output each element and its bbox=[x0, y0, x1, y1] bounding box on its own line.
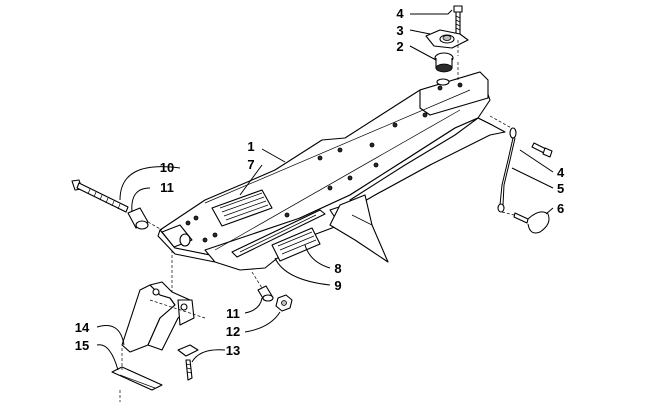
leader-11-bottom bbox=[244, 297, 263, 314]
plate-mounting-holes bbox=[185, 82, 463, 243]
fin-crease bbox=[351, 214, 373, 226]
washer-13 bbox=[177, 344, 199, 381]
callout-15: 15 bbox=[75, 338, 89, 353]
callout-5: 5 bbox=[557, 181, 564, 196]
callout-4-right: 4 bbox=[557, 165, 565, 180]
decal-8 bbox=[271, 227, 321, 262]
leader-2 bbox=[409, 45, 437, 61]
decal-7 bbox=[211, 189, 273, 227]
plate-edge-line-a bbox=[204, 89, 471, 204]
callout-10: 10 bbox=[160, 160, 174, 175]
plate-assembly bbox=[157, 71, 506, 271]
leader-10 bbox=[119, 166, 181, 201]
callout-1: 1 bbox=[247, 139, 254, 154]
decal-strip-9 bbox=[231, 209, 326, 258]
leader-lines bbox=[96, 9, 554, 371]
nut-12 bbox=[275, 294, 293, 312]
callout-6: 6 bbox=[557, 201, 564, 216]
grommet-2 bbox=[434, 52, 454, 73]
callout-3: 3 bbox=[396, 23, 403, 38]
bottom-hardware bbox=[111, 250, 293, 402]
spacer-11-bottom bbox=[257, 285, 274, 302]
pin-4-right bbox=[531, 142, 553, 158]
callout-9: 9 bbox=[334, 278, 341, 293]
leader-3 bbox=[409, 29, 431, 35]
callout-2: 2 bbox=[396, 39, 403, 54]
leader-13 bbox=[191, 349, 226, 363]
callout-14: 14 bbox=[75, 320, 90, 335]
leader-6 bbox=[545, 207, 554, 215]
callout-8: 8 bbox=[334, 261, 341, 276]
leader-4-top bbox=[410, 9, 453, 15]
top-hardware bbox=[425, 5, 469, 86]
clip-pin-6 bbox=[513, 211, 550, 234]
bolt-10 bbox=[71, 179, 129, 213]
callout-12: 12 bbox=[226, 324, 240, 339]
hanger-bracket-14 bbox=[121, 281, 206, 353]
washer-plate-3 bbox=[425, 29, 469, 49]
right-hardware bbox=[489, 115, 553, 234]
callout-7: 7 bbox=[247, 157, 254, 172]
leader-11-top bbox=[131, 187, 151, 213]
tether-cable-5 bbox=[497, 127, 517, 216]
leader-14 bbox=[96, 325, 125, 346]
leader-5 bbox=[511, 167, 554, 189]
leader-12 bbox=[244, 311, 281, 333]
left-hardware bbox=[71, 179, 163, 231]
leader-15 bbox=[96, 344, 119, 371]
leader-1 bbox=[261, 148, 286, 163]
leader-7 bbox=[239, 164, 263, 196]
callout-11-top: 11 bbox=[160, 180, 174, 195]
callout-4-top: 4 bbox=[396, 6, 404, 21]
plate-skid-fin bbox=[329, 194, 389, 263]
plate-front-bracket bbox=[161, 224, 193, 248]
plate-15 bbox=[111, 348, 163, 402]
callout-11-bottom: 11 bbox=[226, 306, 240, 321]
plate-rear-flange bbox=[349, 117, 506, 206]
callout-labels: 4 3 2 1 7 10 11 4 5 6 8 9 11 12 13 14 15 bbox=[75, 6, 565, 358]
leader-9 bbox=[274, 257, 331, 286]
leader-8 bbox=[304, 244, 331, 269]
spacer-11-top bbox=[127, 207, 149, 230]
callout-13: 13 bbox=[226, 343, 240, 358]
leader-4-right bbox=[519, 149, 554, 173]
plate-top-hole bbox=[436, 78, 450, 86]
plate-edge-line-b bbox=[214, 109, 461, 251]
